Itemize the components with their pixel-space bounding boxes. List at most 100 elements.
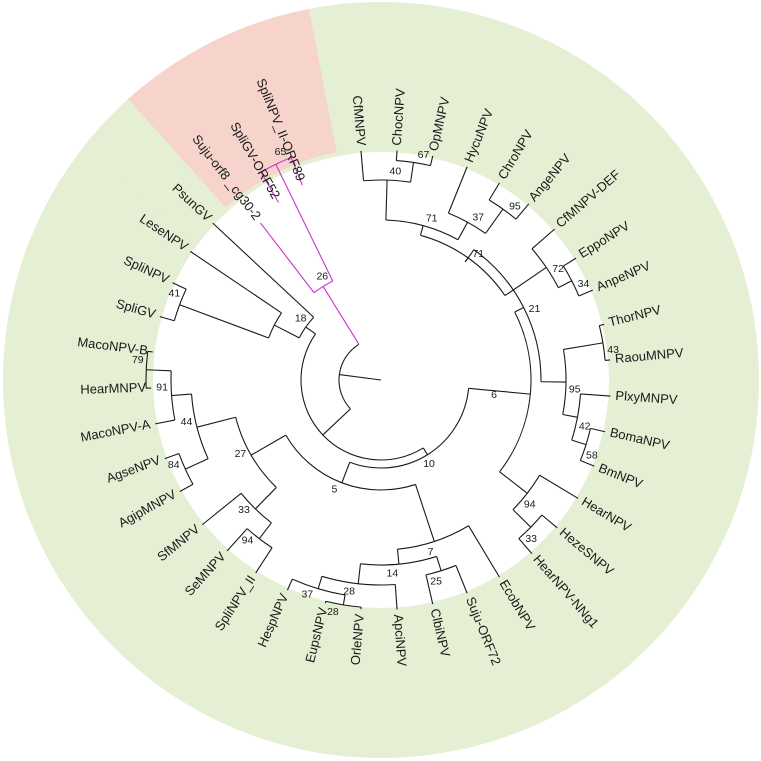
bootstrap-value: 14 [387, 567, 399, 579]
leaf-branch [260, 222, 315, 294]
bootstrap-labels: 2665184110527449179843394714283728256943… [132, 146, 619, 618]
bootstrap-value: 26 [316, 270, 328, 282]
bootstrap-value: 41 [169, 287, 181, 299]
bootstrap-value: 37 [472, 212, 484, 224]
bootstrap-value: 10 [423, 458, 435, 470]
leaf-branch [518, 538, 533, 554]
internal-branch [342, 594, 346, 605]
internal-branch [396, 549, 400, 565]
red-highlight-sector [128, 8, 337, 208]
leaf-branch [429, 155, 434, 166]
internal-branch [322, 422, 337, 436]
bootstrap-value: 94 [242, 535, 254, 547]
leaf-branch [155, 419, 175, 425]
clade-arc [397, 525, 469, 550]
bootstrap-value: 71 [426, 213, 438, 225]
leaf-branch [394, 584, 398, 610]
clade-arc [562, 349, 567, 415]
leaf-branch [488, 182, 500, 201]
internal-branch [341, 462, 351, 484]
clade-arc [235, 417, 277, 488]
leaf-label: OrleNPV [348, 613, 367, 666]
leaf-branch [290, 157, 303, 186]
bootstrap-value: 37 [301, 588, 313, 600]
bootstrap-value: 40 [390, 165, 402, 177]
leaf-branch [172, 282, 187, 290]
clade-arc [488, 199, 517, 220]
leaf-branch [578, 289, 593, 297]
leaf-branch [447, 166, 468, 214]
internal-branch [512, 509, 532, 528]
internal-branch [179, 304, 269, 339]
clade-arc [396, 159, 431, 167]
clade-arc [325, 600, 362, 608]
clade-arc [190, 394, 209, 460]
clade-arc [321, 575, 396, 586]
clade-arc [360, 555, 437, 566]
internal-branch [485, 208, 504, 234]
internal-branch [457, 221, 469, 240]
tree-branches [145, 150, 611, 610]
bootstrap-value: 94 [524, 498, 536, 510]
leaf-branch [159, 316, 175, 322]
leaf-label: RaouMNPV [614, 345, 684, 366]
internal-branch [258, 522, 272, 540]
leaf-label: ChocNPV [389, 88, 408, 146]
leaf-branch [147, 350, 153, 353]
clade-arc [420, 234, 506, 296]
bootstrap-value: 18 [295, 313, 307, 325]
internal-branch [504, 266, 547, 297]
internal-branch [330, 298, 360, 345]
internal-branch [317, 576, 323, 589]
internal-branch [255, 487, 277, 510]
clade-arc [178, 453, 194, 485]
leaf-branch [260, 171, 279, 203]
bootstrap-value: 42 [579, 421, 591, 433]
internal-branch [305, 326, 316, 335]
internal-branch [464, 257, 469, 263]
internal-branch [414, 484, 435, 542]
bootstrap-value: 28 [343, 585, 355, 597]
internal-branch [410, 162, 415, 183]
leaf-branch [590, 427, 606, 433]
leaf-branch [212, 222, 315, 318]
clade-arc [285, 434, 416, 491]
internal-branch [357, 563, 362, 584]
leaf-branch [515, 203, 530, 220]
internal-branch [499, 471, 528, 494]
internal-branch [185, 458, 209, 470]
clade-arc [385, 219, 459, 241]
internal-branch [571, 439, 587, 446]
leaf-branch [395, 150, 398, 161]
clade-arc [499, 311, 532, 473]
internal-branch [322, 286, 332, 300]
leaf-branch [179, 483, 194, 492]
bootstrap-value: 67 [418, 149, 430, 161]
bootstrap-value: 27 [235, 448, 247, 460]
clade-arc [349, 388, 470, 469]
bootstrap-value: 33 [238, 504, 250, 516]
internal-branch [274, 324, 300, 339]
leaf-branch [255, 547, 273, 574]
internal-branch [558, 280, 572, 289]
clade-arc [170, 370, 176, 421]
internal-branch [562, 413, 578, 418]
leaf-branch [164, 453, 180, 460]
bootstrap-value: 6 [491, 389, 497, 401]
internal-branch [250, 434, 287, 456]
internal-branch [436, 556, 442, 571]
bootstrap-value: 72 [552, 263, 564, 275]
leaf-branch [580, 460, 595, 467]
bootstrap-value: 7 [428, 546, 434, 558]
internal-branch [485, 389, 531, 395]
internal-branch [468, 387, 486, 391]
internal-branch [385, 180, 388, 221]
internal-branch [419, 225, 424, 236]
internal-branch [171, 393, 192, 397]
leaf-branch [580, 393, 611, 397]
leaf-branch [455, 565, 468, 594]
leaf-branch [425, 574, 434, 605]
leaf-branch [360, 150, 365, 181]
